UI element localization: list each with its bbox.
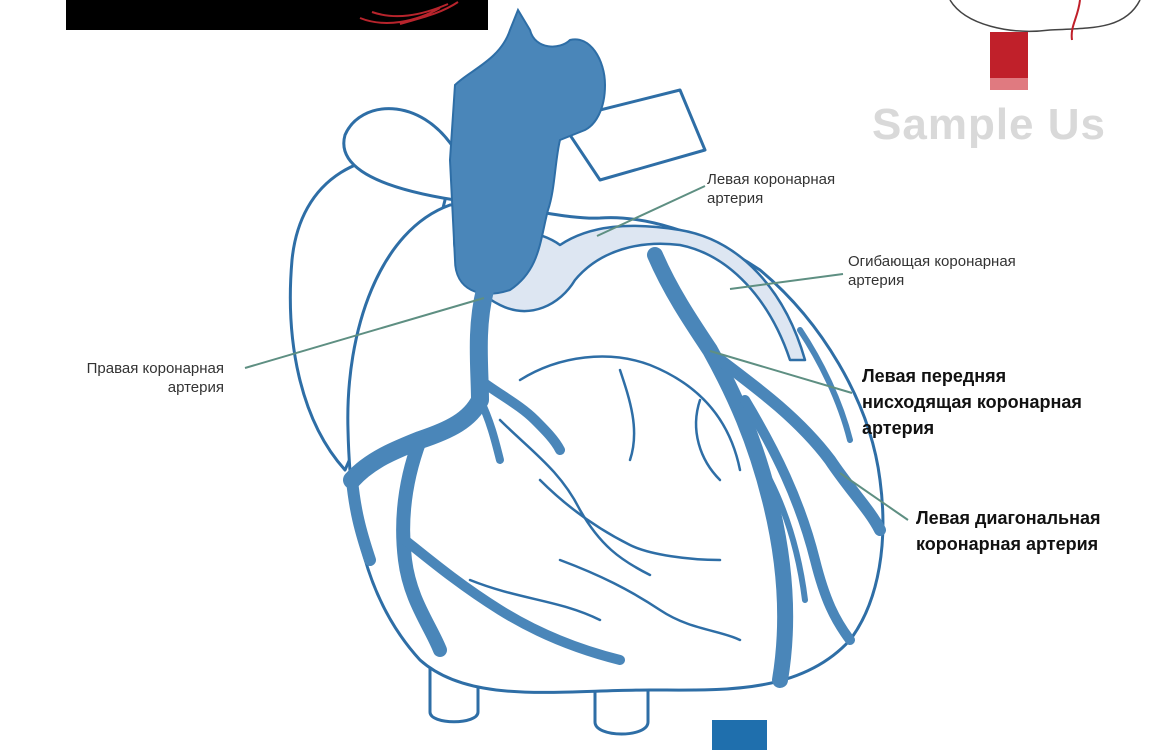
thumbnail-image-left	[66, 0, 488, 30]
thumbnail-image-right	[950, 0, 1140, 90]
label-circumflex: Огибающая коронарнаяартерия	[848, 252, 1016, 290]
label-lad: Левая передняянисходящая коронарнаяартер…	[862, 363, 1082, 441]
watermark-text: Sample Us	[872, 100, 1106, 150]
label-diagonal: Левая диагональнаякоронарная артерия	[916, 505, 1101, 557]
bottom-square	[712, 720, 767, 750]
label-right-coronary: Правая коронарнаяартерия	[6, 359, 224, 397]
label-left-coronary: Левая коронарнаяартерия	[707, 170, 835, 208]
